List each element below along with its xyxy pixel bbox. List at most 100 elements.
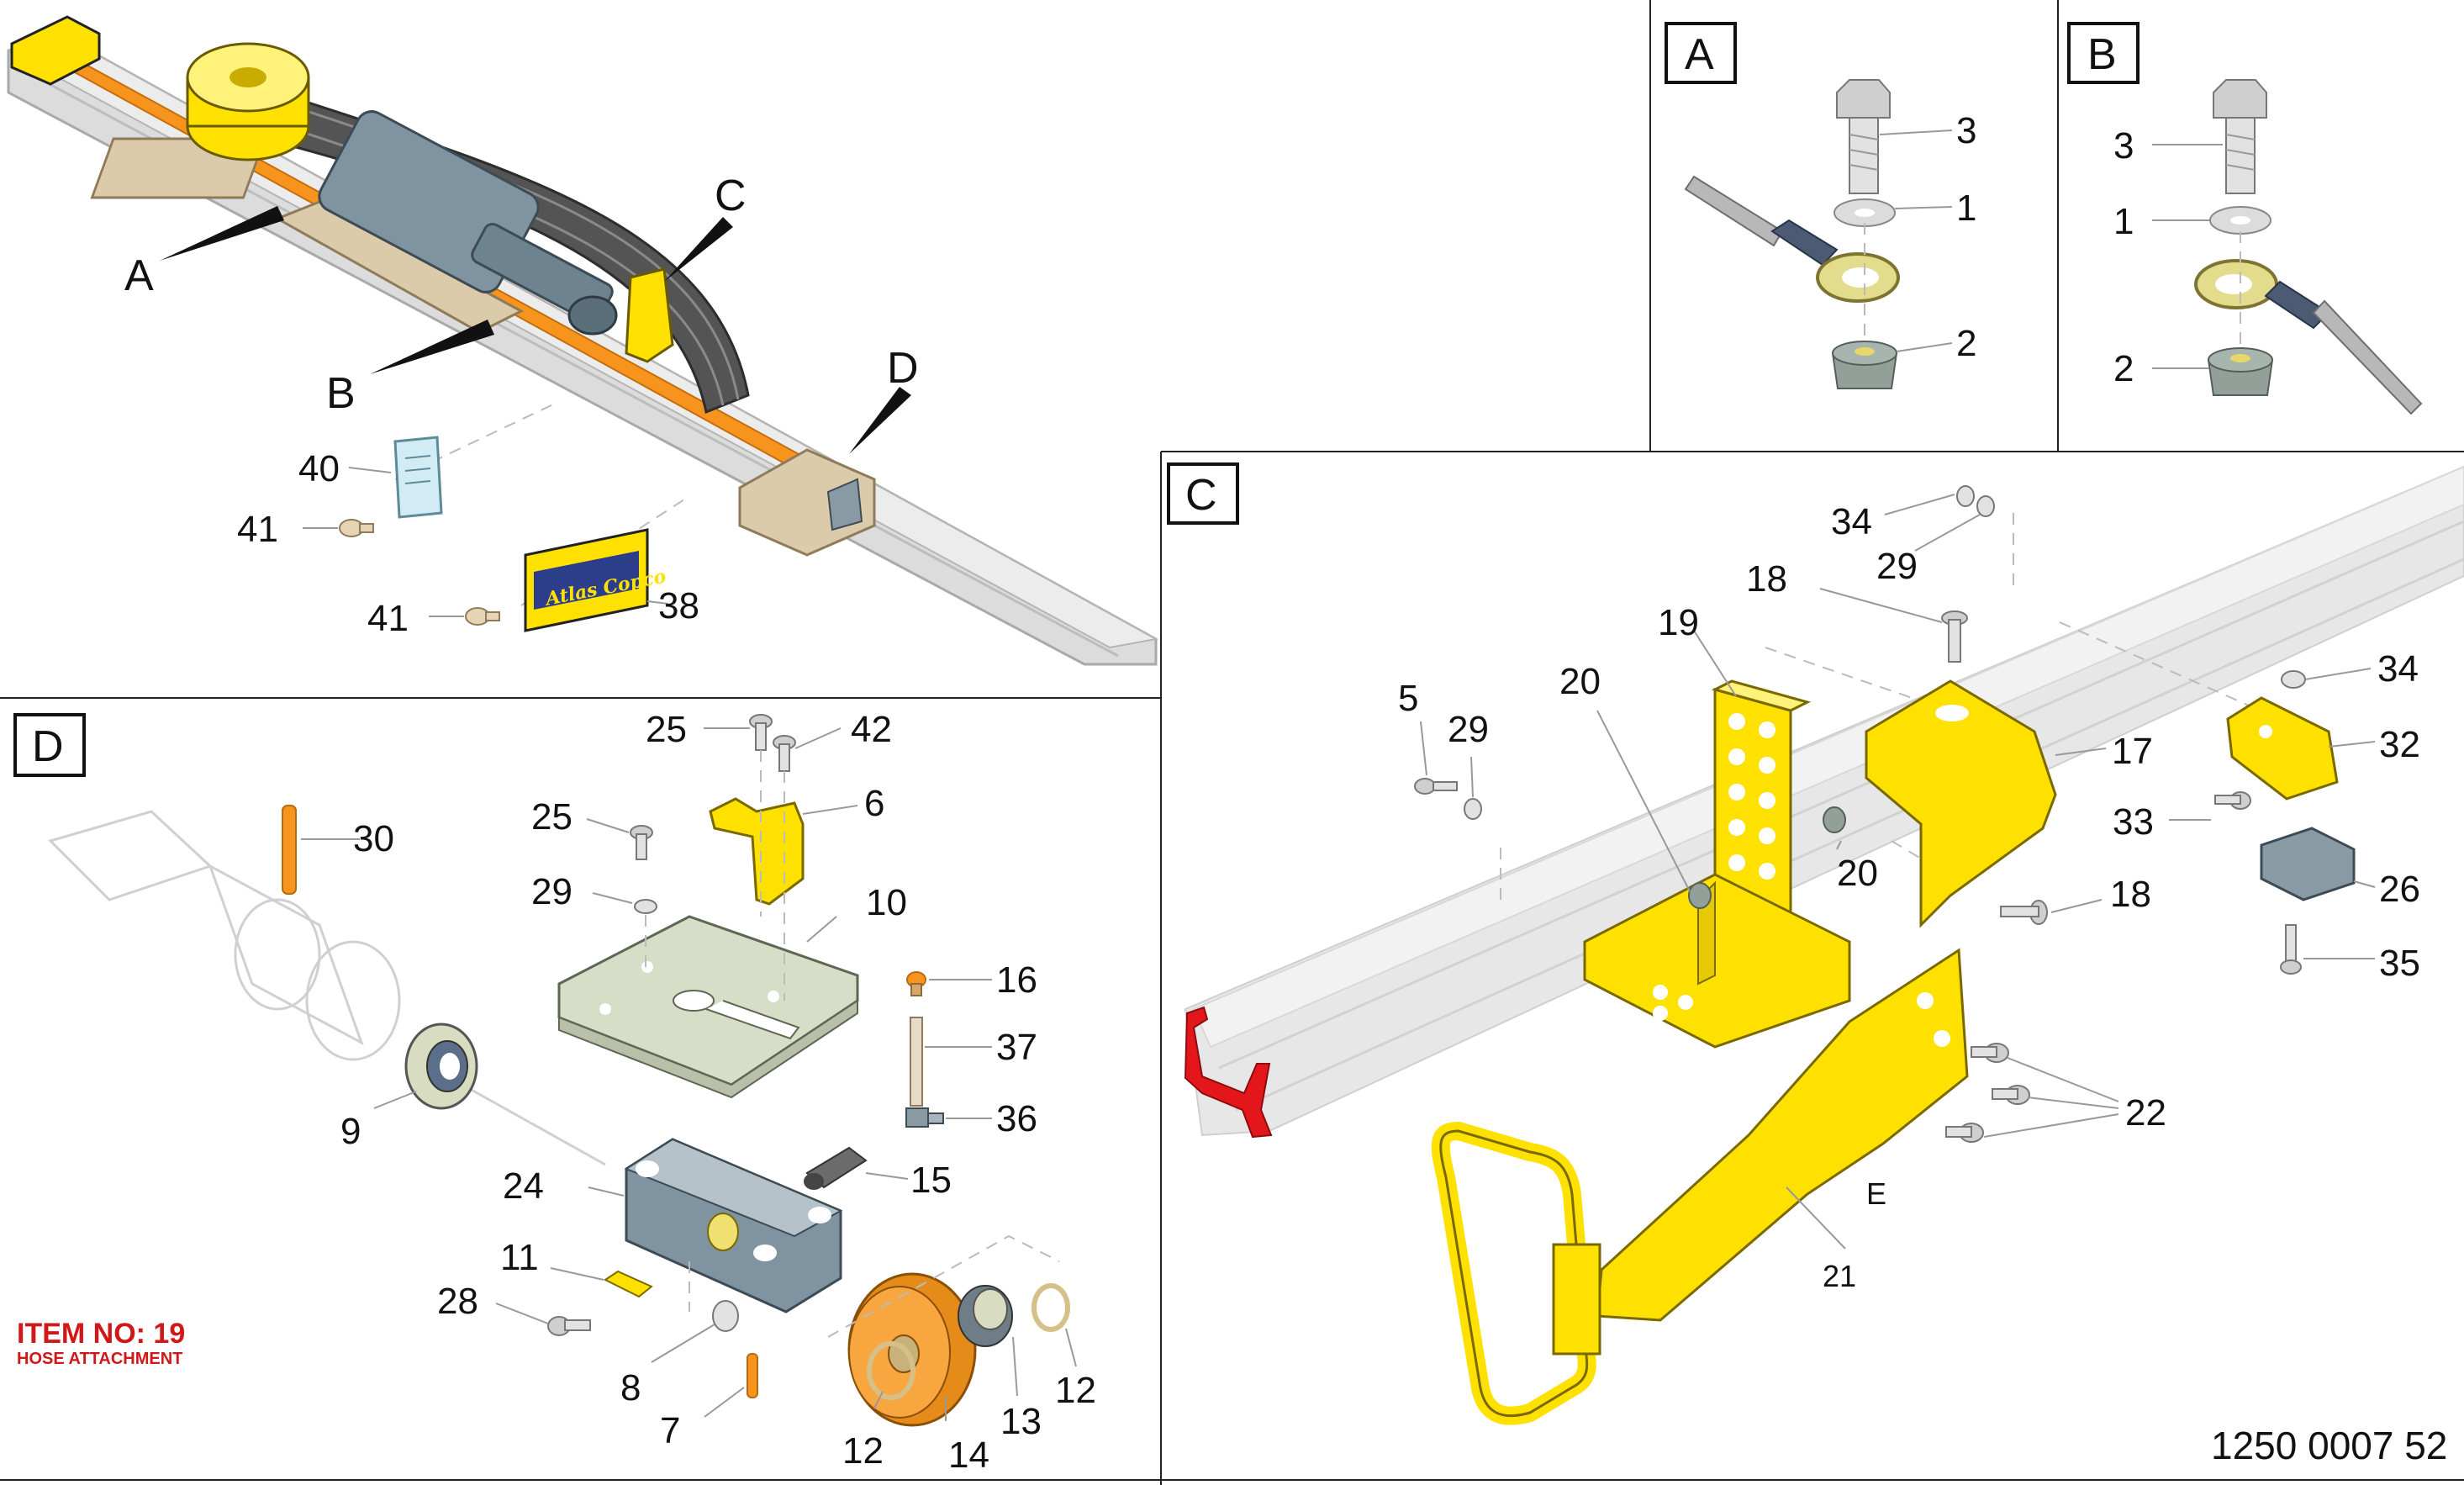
panel-d-callout-16: 16 bbox=[996, 959, 1037, 1001]
panel-c-callout-35: 35 bbox=[2379, 943, 2420, 984]
pointer-label-a: A bbox=[124, 251, 154, 300]
panel-c-label: C bbox=[1185, 471, 1217, 520]
panel-b-label-box bbox=[2067, 22, 2140, 84]
panel-d-callout-25-left: 25 bbox=[531, 796, 572, 838]
panel-c-callout-17: 17 bbox=[2112, 731, 2153, 772]
pointer-wedge-c bbox=[664, 217, 733, 282]
pointer-label-c: C bbox=[715, 172, 747, 220]
washer-8 bbox=[712, 1300, 739, 1332]
shim-11 bbox=[604, 1270, 653, 1298]
panel-d-label: D bbox=[32, 722, 64, 771]
pointer-label-d: D bbox=[887, 344, 919, 393]
panel-d-callout-28: 28 bbox=[437, 1281, 478, 1322]
hose-bracket-c bbox=[625, 267, 674, 363]
panel-a-callout-1: 1 bbox=[1956, 188, 1976, 229]
rail-end-cap bbox=[10, 15, 101, 86]
roller-14 bbox=[847, 1272, 977, 1427]
bracket-32 bbox=[2226, 696, 2339, 801]
panel-d-callout-15: 15 bbox=[910, 1160, 952, 1201]
panel-c-callout-21: 21 bbox=[1823, 1259, 1856, 1293]
brand-plate-38: Atlas Copco bbox=[524, 528, 667, 632]
swing-arm-21 bbox=[1596, 948, 1969, 1322]
panel-d-callout-6: 6 bbox=[864, 783, 884, 824]
panel-d-callout-30: 30 bbox=[353, 818, 394, 859]
washer-29-left bbox=[1464, 798, 1482, 820]
bearing-9 bbox=[404, 1023, 478, 1110]
pin-30 bbox=[282, 805, 297, 895]
panel-a-label-box bbox=[1665, 22, 1737, 84]
panel-c-callout-32: 32 bbox=[2379, 724, 2420, 765]
callout-41-lower: 41 bbox=[367, 598, 409, 639]
screw-42 bbox=[773, 735, 796, 772]
rock-drill bbox=[318, 110, 618, 336]
overview-drill-feed: Atlas Copco A B C D 40 41 41 38 bbox=[6, 15, 1158, 666]
panel-c-letter-e: E bbox=[1866, 1176, 1886, 1211]
hose-bracket-19 bbox=[1583, 679, 1851, 1049]
pointer-wedge-d bbox=[849, 387, 911, 454]
panel-d-callout-36: 36 bbox=[996, 1098, 1037, 1139]
panel-a-callout-3: 3 bbox=[1956, 110, 1976, 151]
clamp-block-26 bbox=[2260, 827, 2356, 901]
panel-c-callout-5: 5 bbox=[1398, 678, 1418, 719]
pointer-wedge-b bbox=[370, 320, 494, 374]
hose-guide-6 bbox=[709, 797, 805, 906]
panel-c-callout-34-top: 34 bbox=[1831, 501, 1872, 542]
panel-d-callout-24: 24 bbox=[503, 1165, 544, 1207]
panel-c-callout-29-left: 29 bbox=[1448, 709, 1489, 750]
screw-28 bbox=[547, 1316, 591, 1336]
circlip-12-back bbox=[1032, 1283, 1070, 1332]
bolt-a bbox=[1836, 79, 1891, 194]
pin-7 bbox=[747, 1353, 758, 1398]
bolt-18-side bbox=[2000, 900, 2048, 925]
bracket-17 bbox=[1865, 679, 2057, 928]
callout-38: 38 bbox=[658, 585, 699, 626]
panel-d-callout-8: 8 bbox=[620, 1367, 641, 1408]
panel-d-callout-14: 14 bbox=[948, 1435, 989, 1476]
panel-b-label: B bbox=[2087, 30, 2117, 79]
panel-c-callout-29-top: 29 bbox=[1876, 546, 1918, 587]
panel-d-callout-12-back: 12 bbox=[1055, 1370, 1096, 1411]
bolts-22 bbox=[1945, 1043, 2030, 1143]
panel-b-callout-2: 2 bbox=[2113, 348, 2134, 389]
nut-20-center bbox=[1823, 806, 1846, 833]
washer-29-top bbox=[1956, 485, 1995, 517]
housing-24 bbox=[624, 1138, 843, 1313]
panel-a-callout-2: 2 bbox=[1956, 323, 1976, 364]
panel-c-label-box bbox=[1167, 462, 1239, 525]
nut-a bbox=[1831, 341, 1898, 389]
panel-d-callout-9: 9 bbox=[340, 1111, 361, 1152]
rock-drill-cradle bbox=[274, 200, 525, 334]
ghost-shaft bbox=[48, 810, 606, 1166]
document-number: 1250 0007 52 bbox=[2211, 1424, 2447, 1467]
panel-c-callout-20-center: 20 bbox=[1837, 853, 1878, 894]
panel-a: A 3 1 2 bbox=[1665, 22, 1976, 389]
panel-c-callout-33: 33 bbox=[2113, 801, 2154, 843]
bolt-18-top bbox=[1941, 610, 1968, 663]
ferrule-a bbox=[1770, 219, 1839, 267]
pointer-wedge-a bbox=[160, 206, 284, 261]
rail-profile-end bbox=[1184, 1006, 1273, 1139]
pointer-label-b: B bbox=[326, 369, 356, 418]
panel-d-callout-42: 42 bbox=[851, 709, 892, 750]
panel-c-callout-19: 19 bbox=[1658, 602, 1699, 643]
panel-c-callout-22: 22 bbox=[2125, 1092, 2166, 1134]
panel-b: B 3 1 2 bbox=[2067, 22, 2423, 415]
circlip-12-front bbox=[867, 1341, 915, 1400]
panel-c-callout-18-top: 18 bbox=[1746, 558, 1787, 600]
screw-35 bbox=[2280, 924, 2302, 975]
ferrule-b bbox=[2264, 280, 2330, 330]
nut-b bbox=[2207, 347, 2274, 396]
callout-41-upper: 41 bbox=[237, 509, 278, 550]
panel-d-callout-13: 13 bbox=[1000, 1401, 1042, 1442]
screw-5 bbox=[1414, 778, 1458, 795]
panel-d-label-box bbox=[13, 713, 86, 777]
panel-d-callout-7: 7 bbox=[660, 1410, 680, 1451]
washer-34-right bbox=[2281, 670, 2306, 689]
panel-d-callout-29: 29 bbox=[531, 871, 572, 912]
nut-20-left bbox=[1688, 882, 1712, 909]
grease-nipple-16 bbox=[906, 971, 926, 996]
slide-bracket-d bbox=[738, 448, 876, 557]
panel-c-callout-20-left: 20 bbox=[1559, 661, 1601, 702]
rivet-41-upper bbox=[339, 519, 374, 537]
